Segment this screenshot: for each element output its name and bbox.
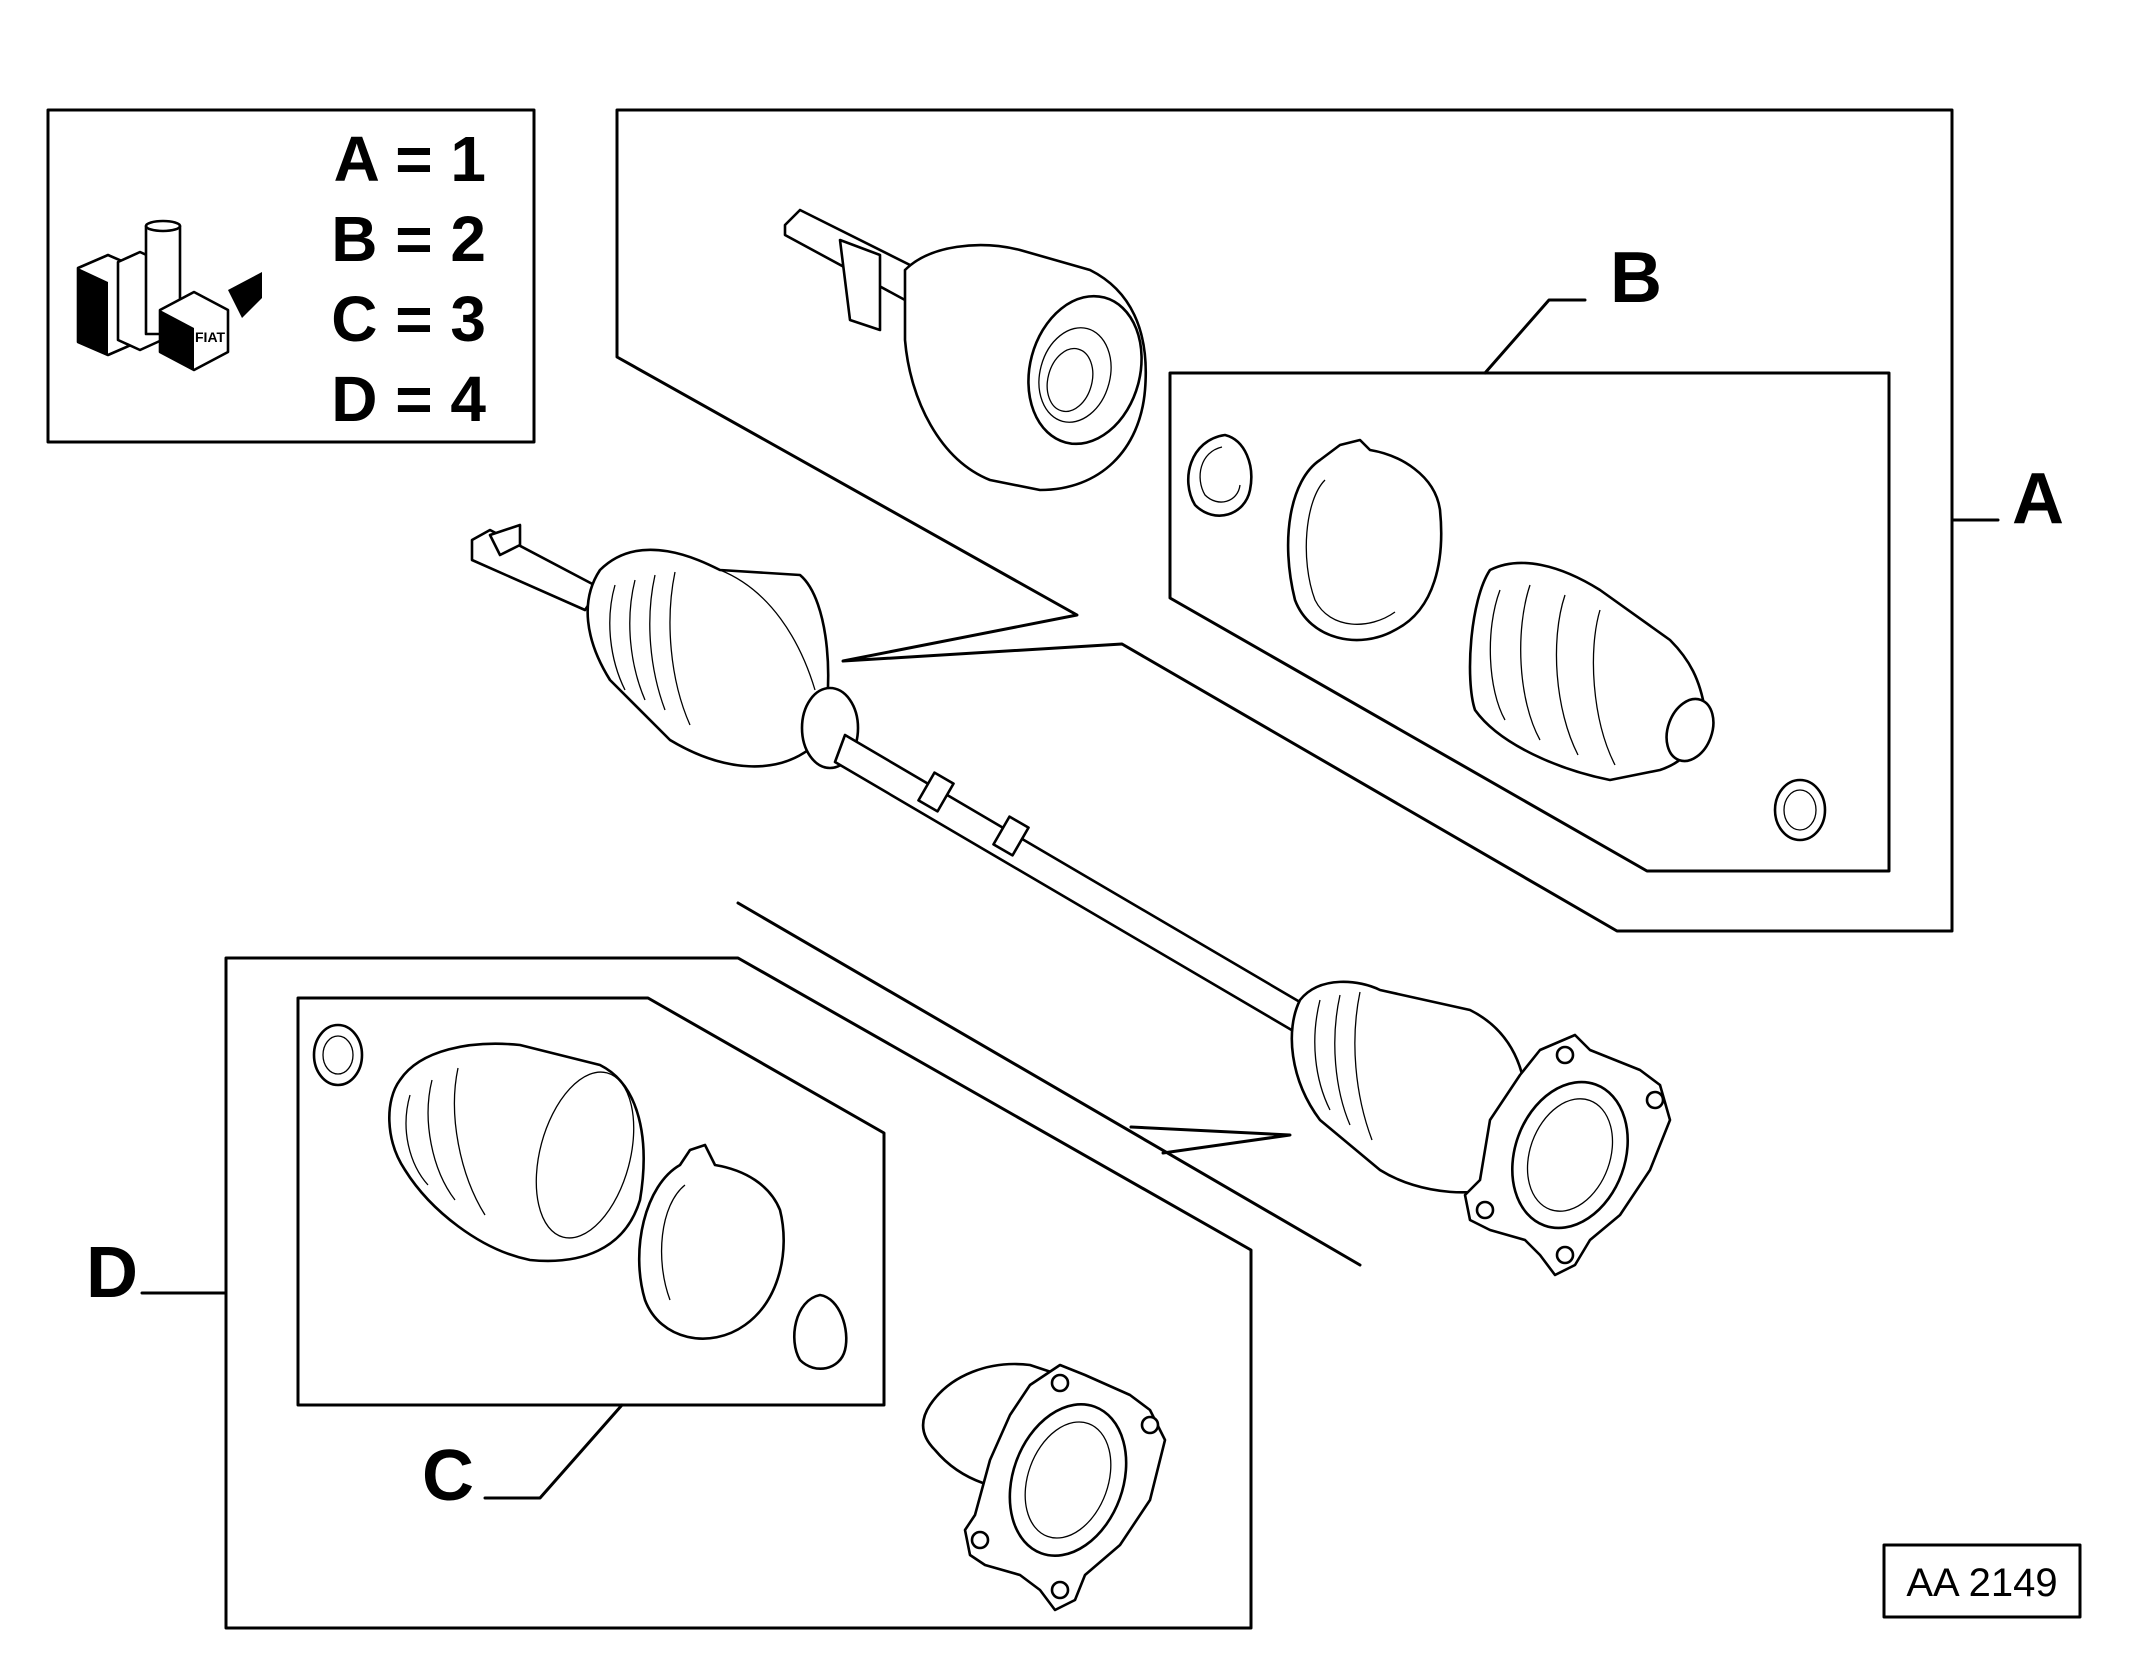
section-line-upper [736,901,1362,1267]
legend-brand-mark: FIAT [195,329,226,345]
driveshaft-assembly [470,523,1672,1277]
group-c-frame: C [296,996,886,1516]
legend-entry-c: C = 3 [331,283,486,355]
group-d-frame: D [86,956,1253,1630]
fiat-parts-boxes-icon: FIAT [76,219,262,372]
group-c-parts [312,1023,848,1370]
group-b-parts [1187,433,1827,842]
group-b-frame: B [1168,238,1891,873]
legend-entry-d: D = 4 [331,363,486,435]
group-d-hub-flange [921,1362,1167,1612]
legend-box: FIAT A = 1 B = 2 C = 3 D = 4 [46,108,536,444]
label-b: B [1610,238,1662,318]
cv-joint-outer [783,208,1148,492]
section-line-lower [1129,1125,1292,1155]
legend-entry-a: A = 1 [334,123,486,195]
label-d: D [86,1233,138,1313]
label-c: C [422,1436,474,1516]
drawing-code: AA 2149 [1906,1561,2057,1605]
legend-entry-b: B = 2 [331,203,486,275]
group-a-frame: A [615,108,2064,933]
drawing-code-box: AA 2149 [1882,1543,2082,1619]
label-a: A [2012,459,2064,539]
